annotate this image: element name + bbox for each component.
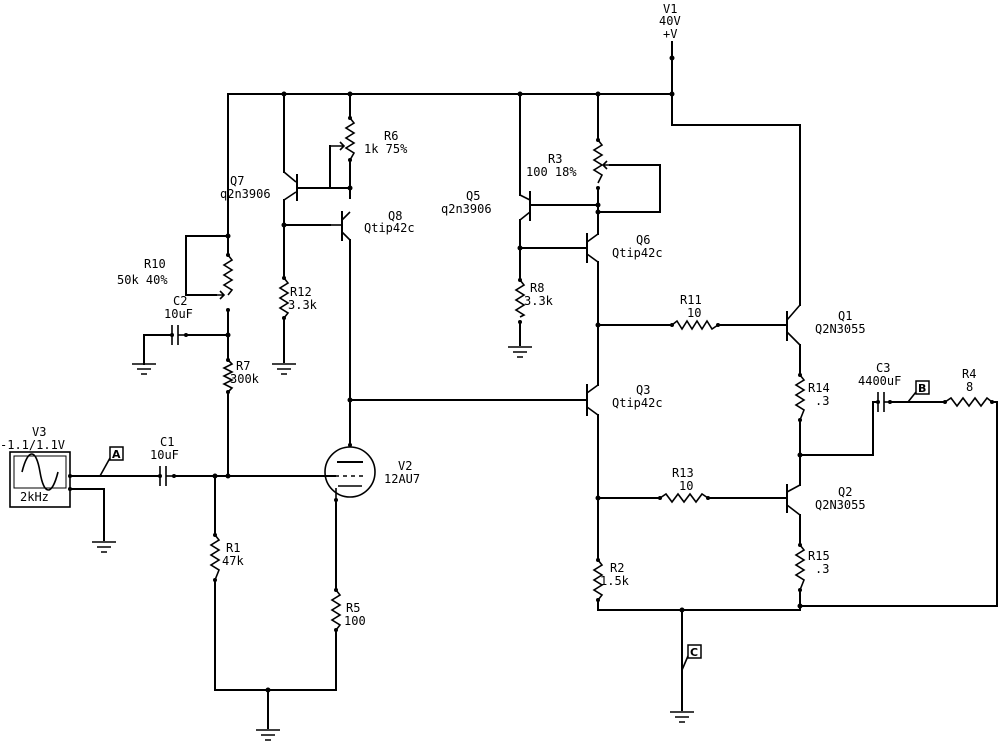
r4-body (944, 396, 993, 408)
ground-icon (272, 363, 296, 375)
ground-icon (508, 346, 532, 358)
probe-c-label: C (690, 646, 698, 659)
q1-symbol (786, 304, 801, 346)
v3-value: -1.1/1.1V (0, 438, 65, 452)
r15-value: .3 (815, 562, 829, 576)
wires (69, 41, 998, 729)
r1-ref: R1 (226, 541, 240, 555)
r4-ref: R4 (962, 367, 976, 381)
q2-value: Q2N3055 (815, 498, 866, 512)
r8-body (514, 279, 526, 318)
r3-value: 100 18% (526, 165, 577, 179)
v1-value: 40V (659, 14, 681, 28)
grounds (92, 346, 694, 741)
r2-body (592, 559, 604, 601)
v2-ref: V2 (398, 459, 412, 473)
q5-symbol (519, 191, 531, 221)
r14-body (794, 374, 806, 421)
c1-ref: C1 (160, 435, 174, 449)
capacitors (158, 325, 892, 486)
r14-value: .3 (815, 394, 829, 408)
r13-ref: R13 (672, 466, 694, 480)
r11-ref: R11 (680, 293, 702, 307)
r14-ref: R14 (808, 381, 830, 395)
ground-icon (670, 711, 694, 723)
r3-ref: R3 (548, 152, 562, 166)
resistors (209, 116, 994, 632)
r7-ref: R7 (236, 359, 250, 373)
c2-value: 10uF (164, 307, 193, 321)
r5-value: 100 (344, 614, 366, 628)
r6-ref: R6 (384, 129, 398, 143)
q3-symbol (586, 384, 599, 416)
r4-value: 8 (966, 380, 973, 394)
c3-ref: C3 (876, 361, 890, 375)
v2-value: 12AU7 (384, 472, 420, 486)
q1-value: Q2N3055 (815, 322, 866, 336)
r5-ref: R5 (346, 601, 360, 615)
r6-body (344, 117, 356, 161)
probe-a-label: A (112, 448, 121, 461)
r11-value: 10 (687, 306, 701, 320)
r8-value: 3.3k (524, 294, 554, 308)
r13-body (659, 492, 709, 504)
r3-body (592, 139, 604, 184)
junction-dots (212, 55, 803, 693)
r2-ref: R2 (610, 561, 624, 575)
c3-value: 4400uF (858, 374, 901, 388)
c2-ref: C2 (173, 294, 187, 308)
v3-ref: V3 (32, 425, 46, 439)
r13-value: 10 (679, 479, 693, 493)
q8-symbol (330, 211, 351, 241)
q8-value: Qtip42c (364, 221, 415, 235)
source-v3 (9, 451, 72, 508)
r15-ref: R15 (808, 549, 830, 563)
v1-symbol: +V (663, 27, 677, 41)
labels: V1 40V +V Q7 q2n3906 R6 1k 75% Q8 Qtip42… (0, 2, 976, 628)
r2-value: 1.5k (600, 574, 630, 588)
q7-value: q2n3906 (220, 187, 271, 201)
r10-ref: R10 (144, 257, 166, 271)
q3-value: Qtip42c (612, 396, 663, 410)
r7-body (222, 359, 234, 393)
q7-ref: Q7 (230, 174, 244, 188)
ground-icon (256, 729, 280, 741)
q3-ref: Q3 (636, 383, 650, 397)
r15-body (794, 544, 806, 591)
q5-ref: Q5 (466, 189, 480, 203)
q6-value: Qtip42c (612, 246, 663, 260)
q6-symbol (586, 233, 599, 263)
ground-icon (92, 541, 116, 553)
probes: A B C (99, 380, 930, 671)
r10-body (222, 254, 234, 296)
r11-body (671, 319, 719, 331)
transistors (283, 171, 801, 516)
r1-body (209, 534, 221, 581)
q5-value: q2n3906 (441, 202, 492, 216)
r12-body (278, 277, 290, 319)
q2-symbol (786, 484, 801, 516)
probe-b-label: B (918, 382, 926, 395)
q1-ref: Q1 (838, 309, 852, 323)
c1-value: 10uF (150, 448, 179, 462)
r6-value: 1k 75% (364, 142, 408, 156)
v1-ref: V1 (663, 2, 677, 16)
q8-ref: Q8 (388, 209, 402, 223)
tube-v2 (324, 443, 376, 502)
r7-value: 300k (230, 372, 260, 386)
r12-ref: R12 (290, 285, 312, 299)
q6-ref: Q6 (636, 233, 650, 247)
ground-icon (132, 361, 156, 375)
r12-value: 3.3k (288, 298, 318, 312)
r5-body (330, 589, 342, 631)
v3-freq: 2kHz (20, 490, 49, 504)
q2-ref: Q2 (838, 485, 852, 499)
r1-value: 47k (222, 554, 244, 568)
r10-value: 50k 40% (117, 273, 168, 287)
q7-symbol (283, 171, 298, 201)
r8-ref: R8 (530, 281, 544, 295)
